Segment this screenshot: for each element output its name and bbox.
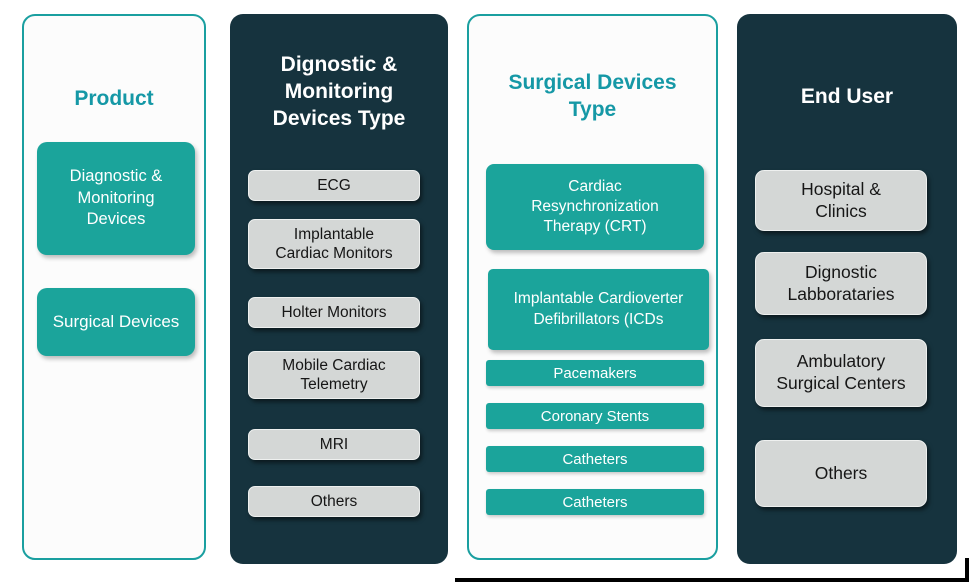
item-pacemakers: Pacemakers bbox=[486, 360, 704, 386]
item-cardiac-resynchronization-therapy: Cardiac Resynchronization Therapy (CRT) bbox=[486, 164, 704, 250]
item-implantable-cardioverter-defibrillators: Implantable Cardioverter Defibrillators … bbox=[488, 269, 709, 350]
panel-title-diagnostic-monitoring: Dignostic & Monitoring Devices Type bbox=[272, 53, 406, 130]
item-mri: MRI bbox=[248, 429, 420, 460]
item-ambulatory-surgical-centers: Ambulatory Surgical Centers bbox=[755, 339, 927, 407]
item-surgical-devices: Surgical Devices bbox=[37, 288, 195, 356]
panel-diagnostic-monitoring-devices-type: Dignostic & Monitoring Devices Type ECG … bbox=[230, 14, 448, 564]
item-implantable-cardiac-monitors: Implantable Cardiac Monitors bbox=[248, 219, 420, 269]
item-label: Hospital & Clinics bbox=[801, 178, 881, 221]
item-label: Surgical Devices bbox=[52, 311, 180, 331]
item-label: Diagnostic & Monitoring Devices bbox=[69, 167, 163, 229]
item-catheters-2: Catheters bbox=[486, 489, 704, 515]
item-label: Dignostic Labborataries bbox=[787, 261, 895, 304]
item-label: Cardiac Resynchronization Therapy (CRT) bbox=[531, 177, 659, 236]
panel-surgical-devices-type: Surgical Devices Type Cardiac Resynchron… bbox=[467, 14, 718, 560]
panel-end-user: End User Hospital & Clinics Dignostic La… bbox=[737, 14, 957, 564]
item-others-end-user: Others bbox=[755, 440, 927, 507]
item-label: Holter Monitors bbox=[281, 303, 387, 321]
item-label: Pacemakers bbox=[553, 364, 637, 382]
item-label: Catheters bbox=[562, 493, 628, 511]
item-label: MRI bbox=[319, 435, 349, 453]
item-hospital-clinics: Hospital & Clinics bbox=[755, 170, 927, 231]
slide-border-bottom bbox=[455, 578, 969, 582]
item-label: Catheters bbox=[562, 450, 628, 468]
slide-border-right bbox=[965, 558, 969, 582]
item-label: Coronary Stents bbox=[540, 407, 650, 425]
item-label: Others bbox=[310, 492, 358, 510]
panel-title-product: Product bbox=[74, 87, 154, 110]
item-label: Implantable Cardioverter Defibrillators … bbox=[513, 290, 684, 328]
item-mobile-cardiac-telemetry: Mobile Cardiac Telemetry bbox=[248, 351, 420, 399]
item-ecg: ECG bbox=[248, 170, 420, 201]
item-label: ECG bbox=[317, 176, 351, 194]
item-label: Ambulatory Surgical Centers bbox=[776, 351, 906, 393]
item-holter-monitors: Holter Monitors bbox=[248, 297, 420, 328]
item-label: Mobile Cardiac Telemetry bbox=[282, 356, 386, 393]
item-catheters-1: Catheters bbox=[486, 446, 704, 472]
panel-title-surgical-devices: Surgical Devices Type bbox=[508, 71, 677, 121]
panel-product: Product Diagnostic & Monitoring Devices … bbox=[22, 14, 206, 560]
item-dignostic-laboratories: Dignostic Labborataries bbox=[755, 252, 927, 315]
panel-title-end-user: End User bbox=[800, 85, 894, 108]
item-label: Implantable Cardiac Monitors bbox=[275, 225, 393, 262]
item-label: Others bbox=[814, 462, 868, 483]
item-others-devices: Others bbox=[248, 486, 420, 517]
item-coronary-stents: Coronary Stents bbox=[486, 403, 704, 429]
item-diagnostic-monitoring-devices: Diagnostic & Monitoring Devices bbox=[37, 142, 195, 255]
